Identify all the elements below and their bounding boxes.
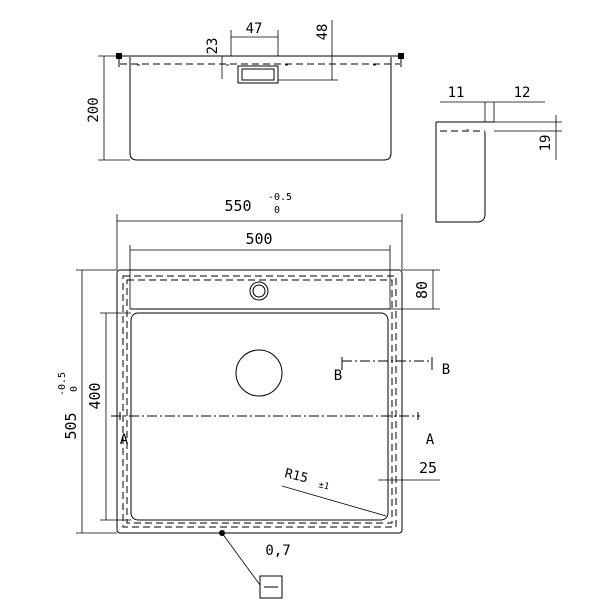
overflow-slot <box>241 68 275 81</box>
hidden-frame-outer <box>122 275 397 528</box>
dim-19: 19 <box>538 135 554 152</box>
dim-11: 11 <box>448 85 465 101</box>
clip-left <box>116 53 122 59</box>
dim-505-tol-lower: 0 <box>69 386 80 392</box>
dim-80: 80 <box>413 281 431 299</box>
dim-500: 500 <box>245 230 272 248</box>
section-a-right: A <box>426 432 435 448</box>
dim-550: 550 <box>224 197 251 215</box>
dim-23: 23 <box>205 38 221 55</box>
basin-outline <box>130 312 389 521</box>
thickness-label: 0,7 <box>265 543 290 559</box>
dim-25: 25 <box>419 459 437 477</box>
dim-400: 400 <box>86 382 104 409</box>
small-mark: = <box>226 63 229 69</box>
side-elevation-view: = = = = 47 23 48 200 <box>86 20 404 161</box>
dim-48: 48 <box>315 24 331 41</box>
overflow-housing <box>237 65 279 84</box>
drain-hole <box>235 349 283 397</box>
overflow-hole-outer <box>249 281 269 301</box>
detail-outline <box>435 122 486 223</box>
dim-47: 47 <box>246 21 263 37</box>
radius-label: R15 <box>283 466 309 486</box>
small-mark: = <box>466 128 469 134</box>
section-b-left: B <box>334 368 342 384</box>
dim-200: 200 <box>86 97 102 122</box>
dim-505: 505 <box>62 412 80 439</box>
section-b-right: B <box>442 362 450 378</box>
dim-505-tol-upper: -0.5 <box>57 372 68 396</box>
flatness-symbol-box <box>259 575 283 599</box>
radius-tol: ±1 <box>317 480 330 492</box>
thickness-leader <box>221 532 261 586</box>
small-mark: = <box>137 63 140 69</box>
section-a-left: A <box>120 432 129 448</box>
dim-550-tol-lower: 0 <box>274 205 280 216</box>
small-mark: = <box>285 63 288 69</box>
hidden-frame-inner <box>126 279 393 524</box>
basin-side-outline <box>129 57 392 161</box>
plan-view: A A B B 550 -0.5 0 500 505 -0.5 0 400 <box>57 192 450 599</box>
clip-right <box>398 53 404 59</box>
dim-550-tol-upper: -0.5 <box>268 192 292 203</box>
small-mark: = <box>373 63 376 69</box>
radius-leader <box>281 485 387 517</box>
dim-12: 12 <box>514 85 531 101</box>
overflow-hole-inner <box>252 284 266 298</box>
section-detail-view: = 11 12 19 <box>435 85 562 223</box>
outer-frame <box>116 269 403 534</box>
